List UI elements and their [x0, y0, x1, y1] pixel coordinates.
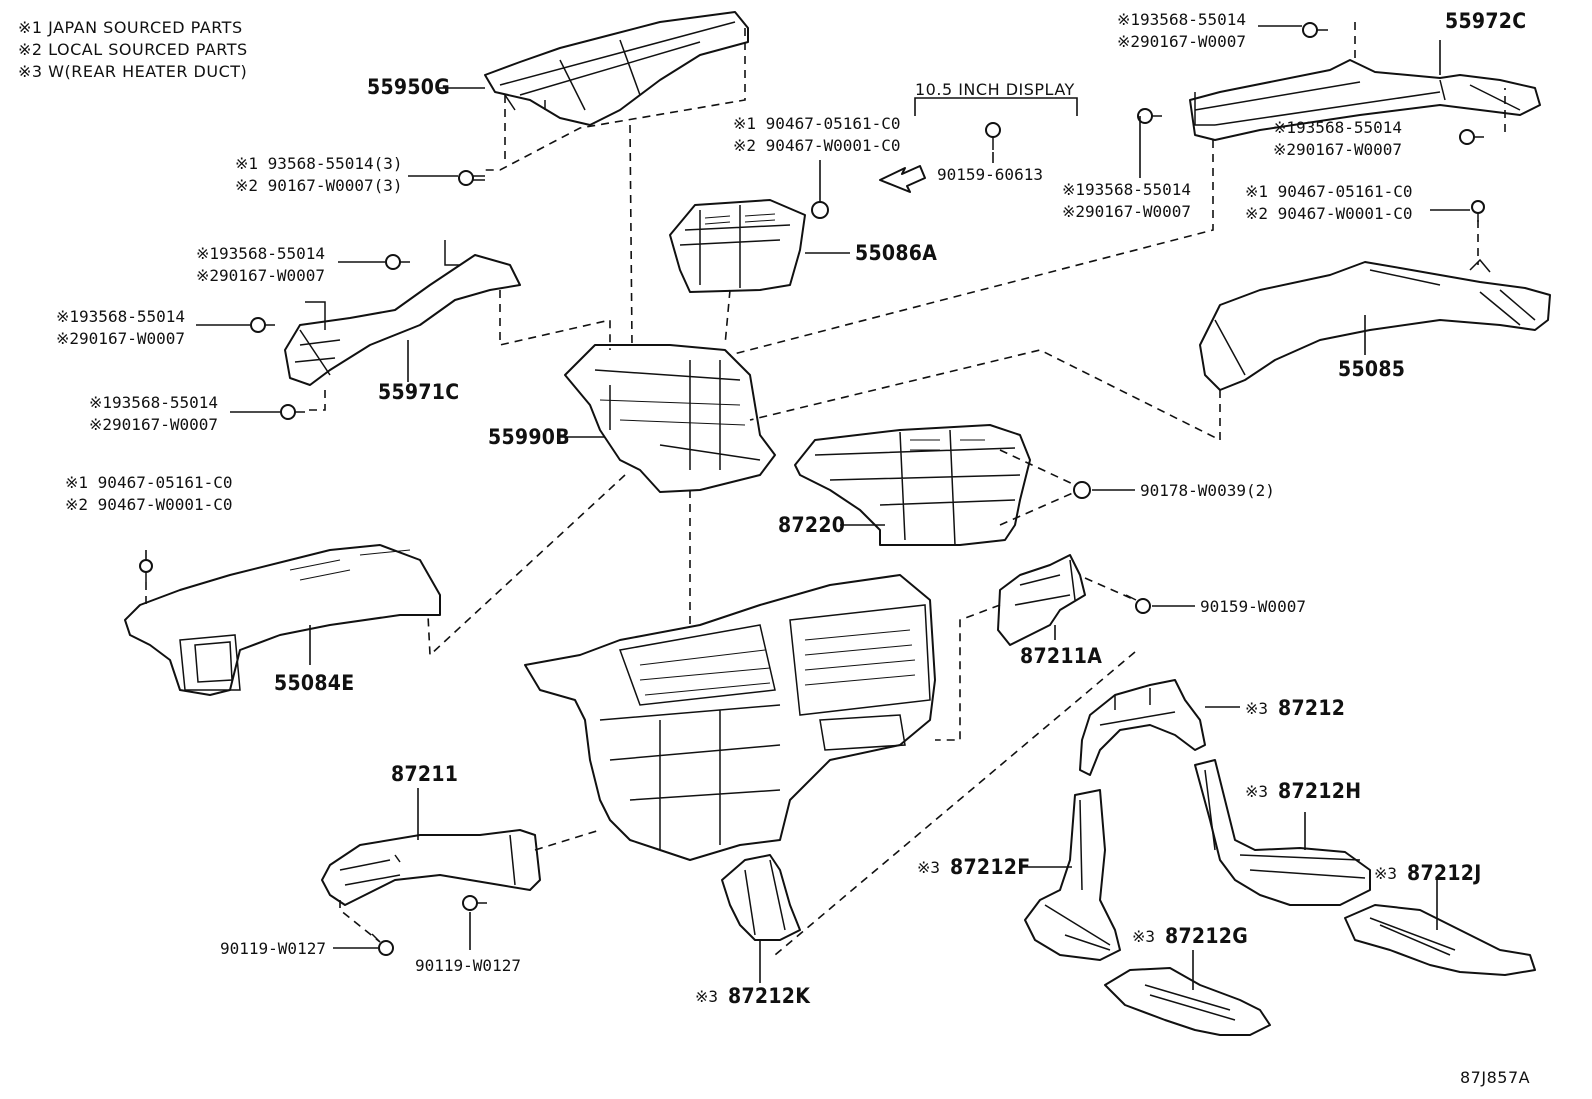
part-87212k-shape [721, 854, 801, 941]
fastener-label[interactable]: ※2 90467-W0001-C0 [733, 136, 901, 155]
fastener-label[interactable]: ※1 90467-05161-C0 [65, 473, 233, 492]
fastener-label[interactable]: ※193568-55014 [1117, 10, 1246, 29]
part-55990b-shape [564, 344, 776, 493]
part-87212j-shape [1344, 904, 1536, 976]
fastener-label[interactable]: ※193568-55014 [1273, 118, 1402, 137]
fastener-label[interactable]: ※1 90467-05161-C0 [1245, 182, 1413, 201]
leader-lines [145, 25, 1470, 990]
part-hvac-unit-shape [524, 574, 936, 861]
fastener-label-group: ※1 90467-05161-C0 ※2 90467-W0001-C0 [733, 113, 901, 157]
fastener-label[interactable]: ※2 90467-W0001-C0 [1245, 204, 1413, 223]
bolt-icon [280, 404, 305, 420]
part-87211-shape [321, 829, 541, 906]
fastener-label[interactable]: ※2 90167-W0007(3) [235, 176, 403, 195]
fastener-label[interactable]: 90178-W0039(2) [1140, 481, 1275, 500]
bolt-icon [1137, 108, 1162, 124]
part-label-87212h[interactable]: 87212H [1278, 779, 1362, 803]
fastener-label[interactable]: ※2 90467-W0001-C0 [65, 495, 233, 514]
part-label-55086a[interactable]: 55086A [855, 241, 938, 265]
bolt-icon [985, 122, 1001, 150]
part-55971c-shape [284, 240, 521, 386]
mark-87212f: ※3 [917, 858, 941, 877]
fastener-label[interactable]: ※1 90467-05161-C0 [733, 114, 901, 133]
part-label-87212[interactable]: 87212 [1278, 696, 1346, 720]
clip-icon [1471, 200, 1485, 222]
part-label-55085[interactable]: 55085 [1338, 357, 1406, 381]
display-bracket [914, 97, 1078, 116]
fastener-label[interactable]: ※193568-55014 [89, 393, 218, 412]
fastener-label[interactable]: ※290167-W0007 [56, 329, 185, 348]
mark-87212h: ※3 [1245, 782, 1269, 801]
fastener-label[interactable]: 90119-W0127 [220, 939, 326, 958]
fastener-label-group: ※1 93568-55014(3) ※2 90167-W0007(3) [235, 153, 403, 197]
part-55084e-shape [124, 544, 441, 696]
display-note: 10.5 INCH DISPLAY [915, 80, 1075, 99]
part-55950g-shape [484, 11, 749, 126]
fastener-label[interactable]: ※290167-W0007 [89, 415, 218, 434]
part-label-55972c[interactable]: 55972C [1445, 9, 1527, 33]
mark-87212: ※3 [1245, 699, 1269, 718]
bolt-icon [462, 895, 487, 911]
fastener-label[interactable]: 90159-60613 [937, 165, 1043, 184]
part-87211a-shape [997, 554, 1086, 646]
part-55085-shape [1199, 258, 1551, 391]
note-local-sourced: ※2 LOCAL SOURCED PARTS [18, 40, 248, 59]
clip-icon [811, 201, 829, 219]
fastener-label[interactable]: ※193568-55014 [1062, 180, 1191, 199]
diagram-id: 87J857A [1460, 1068, 1531, 1087]
fastener-label-group: ※193568-55014 ※290167-W0007 [1117, 9, 1246, 53]
clip-icon [139, 559, 153, 582]
fastener-label-group: ※193568-55014 ※290167-W0007 [1273, 117, 1402, 161]
assembly-dashed-lines [145, 22, 1506, 956]
fastener-label-group: ※193568-55014 ※290167-W0007 [89, 392, 218, 436]
mark-87212k: ※3 [695, 987, 719, 1006]
part-label-87212j[interactable]: 87212J [1407, 861, 1482, 885]
bolt-icon [1302, 22, 1328, 38]
part-87212f-shape [1024, 789, 1121, 961]
part-label-87212k[interactable]: 87212K [728, 984, 811, 1008]
part-label-87211a[interactable]: 87211A [1020, 644, 1103, 668]
part-label-87220[interactable]: 87220 [778, 513, 846, 537]
nut-icon [1073, 481, 1091, 499]
fastener-label-group: ※1 90467-05161-C0 ※2 90467-W0001-C0 [65, 472, 233, 516]
part-55972c-shape [1189, 59, 1541, 141]
mark-87212j: ※3 [1374, 864, 1398, 883]
fastener-label[interactable]: ※290167-W0007 [1117, 32, 1246, 51]
fastener-label[interactable]: 90119-W0127 [415, 956, 521, 975]
part-87212g-shape [1104, 967, 1271, 1036]
fastener-label[interactable]: ※290167-W0007 [1273, 140, 1402, 159]
part-87220-shape [794, 424, 1031, 546]
fastener-label[interactable]: ※290167-W0007 [1062, 202, 1191, 221]
fastener-label-group: ※1 90467-05161-C0 ※2 90467-W0001-C0 [1245, 181, 1413, 225]
mark-87212g: ※3 [1132, 927, 1156, 946]
bolt-icon [250, 317, 275, 333]
part-87212-shape [1079, 679, 1206, 776]
fastener-label-group: ※193568-55014 ※290167-W0007 [56, 306, 185, 350]
part-label-87212g[interactable]: 87212G [1165, 924, 1249, 948]
fastener-label[interactable]: 90159-W0007 [1200, 597, 1306, 616]
bolt-icon [371, 933, 394, 956]
part-87212h-shape [1194, 759, 1371, 906]
fastener-label[interactable]: ※1 93568-55014(3) [235, 154, 403, 173]
arrow-icon [879, 165, 926, 193]
part-55086a-shape [669, 199, 806, 293]
bolt-icon [1459, 129, 1484, 145]
fastener-label[interactable]: ※193568-55014 [56, 307, 185, 326]
note-japan-sourced: ※1 JAPAN SOURCED PARTS [18, 18, 243, 37]
part-label-55950g[interactable]: 55950G [367, 75, 451, 99]
part-label-55084e[interactable]: 55084E [274, 671, 355, 695]
bolt-icon [458, 170, 485, 186]
part-label-87212f[interactable]: 87212F [950, 855, 1031, 879]
bolt-icon [385, 254, 410, 270]
part-label-87211[interactable]: 87211 [391, 762, 459, 786]
part-label-55971c[interactable]: 55971C [378, 380, 460, 404]
part-label-55990b[interactable]: 55990B [488, 425, 570, 449]
fastener-label-group: ※193568-55014 ※290167-W0007 [1062, 179, 1191, 223]
fastener-label-group: ※193568-55014 ※290167-W0007 [196, 243, 325, 287]
note-rear-heater-duct: ※3 W(REAR HEATER DUCT) [18, 62, 248, 81]
fastener-label[interactable]: ※193568-55014 [196, 244, 325, 263]
fastener-label[interactable]: ※290167-W0007 [196, 266, 325, 285]
